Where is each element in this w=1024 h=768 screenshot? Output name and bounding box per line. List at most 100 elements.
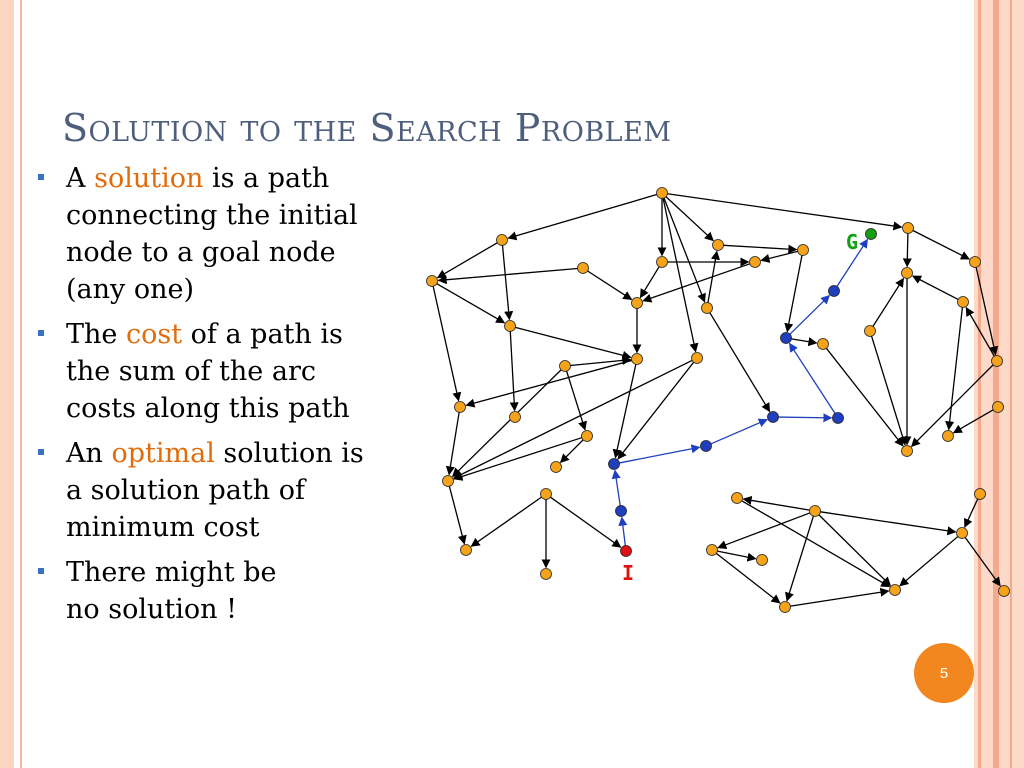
graph-node bbox=[442, 475, 454, 487]
path-node bbox=[828, 285, 840, 297]
graph-edge bbox=[437, 267, 578, 285]
solution-path-edge bbox=[710, 418, 768, 445]
graph-node bbox=[496, 234, 508, 246]
graph-edge bbox=[509, 331, 519, 412]
bullet-item: An optimal solution is a solution path o… bbox=[38, 435, 428, 546]
bullet-line: (any one) bbox=[66, 274, 195, 305]
path-node bbox=[780, 332, 792, 344]
bullet-line: connecting the initial bbox=[66, 200, 358, 231]
graph-edge bbox=[742, 495, 810, 511]
bullet-marker-icon bbox=[38, 174, 44, 180]
bullet-line: An optimal solution is bbox=[66, 435, 428, 472]
graph-node bbox=[998, 585, 1010, 597]
graph-edge bbox=[432, 286, 462, 402]
graph-edge bbox=[665, 196, 714, 242]
graph-edge bbox=[872, 277, 905, 327]
text: is a path bbox=[203, 163, 330, 194]
graph-node bbox=[460, 544, 472, 556]
graph-edge bbox=[453, 359, 693, 479]
graph-edge bbox=[662, 198, 699, 353]
highlight-term: solution bbox=[94, 163, 204, 194]
graph-node bbox=[901, 445, 913, 457]
path-node bbox=[700, 440, 712, 452]
graph-edge bbox=[663, 197, 706, 303]
bullet-item: A solution is a path connecting the init… bbox=[38, 160, 428, 308]
bullet-line: the sum of the arc bbox=[66, 356, 316, 387]
right-frame-line bbox=[1010, 0, 1012, 768]
graph-edge bbox=[448, 486, 467, 545]
graph-edge bbox=[707, 250, 720, 303]
graph-edge bbox=[952, 409, 994, 434]
graph-edge bbox=[559, 439, 584, 464]
graph-node bbox=[559, 360, 571, 372]
graph-edge bbox=[717, 512, 811, 550]
graph-node bbox=[712, 239, 724, 251]
graph-edge bbox=[642, 263, 751, 303]
graph-edge bbox=[760, 250, 798, 263]
graph-node bbox=[540, 568, 552, 580]
text: A bbox=[66, 163, 95, 194]
graph-edge bbox=[617, 361, 695, 460]
graph-edge bbox=[910, 364, 994, 448]
graph-node bbox=[779, 601, 791, 613]
graph-edge bbox=[965, 306, 995, 357]
right-frame-line bbox=[978, 0, 981, 768]
graph-node bbox=[656, 187, 668, 199]
graph-node bbox=[756, 554, 768, 566]
graph-edge bbox=[717, 550, 757, 562]
graph-edge bbox=[911, 275, 959, 301]
graph-node bbox=[540, 488, 552, 500]
graph-edge bbox=[964, 498, 979, 528]
graph-node bbox=[731, 492, 743, 504]
left-frame-bar bbox=[0, 0, 14, 768]
graph-edge bbox=[791, 337, 818, 347]
graph-edge bbox=[667, 193, 903, 231]
graph-node bbox=[957, 296, 969, 308]
text: solution is bbox=[214, 438, 364, 469]
bullet-item: There might be no solution ! bbox=[38, 554, 428, 628]
graph-node bbox=[969, 256, 981, 268]
graph-nodes bbox=[426, 187, 1010, 613]
graph-edge bbox=[790, 587, 890, 607]
solution-path-edge bbox=[618, 516, 628, 546]
graph-node bbox=[691, 352, 703, 364]
graph-node bbox=[577, 262, 589, 274]
graph-node bbox=[706, 544, 718, 556]
right-frame-bar bbox=[974, 0, 1024, 768]
bullet-line: The cost of a path is bbox=[66, 316, 428, 353]
graph-node bbox=[901, 267, 913, 279]
graph-edge bbox=[550, 496, 622, 548]
graph-node bbox=[817, 338, 829, 350]
right-frame-line bbox=[993, 0, 999, 768]
graph-node bbox=[426, 275, 438, 287]
graph-edge bbox=[785, 516, 814, 602]
graph-edge bbox=[741, 500, 891, 588]
bullet-marker-icon bbox=[38, 449, 44, 455]
bullet-line: minimum cost bbox=[66, 512, 260, 543]
graph-edge bbox=[964, 537, 1001, 587]
graph-edge bbox=[470, 496, 542, 547]
graph-node bbox=[749, 256, 761, 268]
graph-edge bbox=[436, 242, 498, 279]
graph-edge bbox=[566, 371, 587, 431]
start-label: I bbox=[622, 561, 634, 585]
solution-path-edge bbox=[789, 294, 831, 335]
graph-edges bbox=[432, 193, 1001, 607]
left-frame-line bbox=[20, 0, 22, 768]
start-node bbox=[620, 545, 632, 557]
solution-path-edge bbox=[788, 342, 836, 414]
graph-edge bbox=[818, 514, 892, 587]
page-number-badge: 5 bbox=[914, 643, 974, 703]
graph-edge bbox=[587, 270, 633, 301]
graph-node bbox=[656, 256, 668, 268]
graph-node bbox=[889, 584, 901, 596]
graph-edge bbox=[902, 233, 912, 268]
solution-path-edge bbox=[778, 413, 833, 423]
graph-node bbox=[902, 222, 914, 234]
graph-edge bbox=[507, 193, 657, 241]
bullet-marker-icon bbox=[38, 568, 44, 574]
graph-edge bbox=[784, 255, 803, 333]
graph-edge bbox=[612, 364, 637, 459]
graph-edge bbox=[639, 266, 660, 299]
bullet-line: node to a goal node bbox=[66, 237, 336, 268]
